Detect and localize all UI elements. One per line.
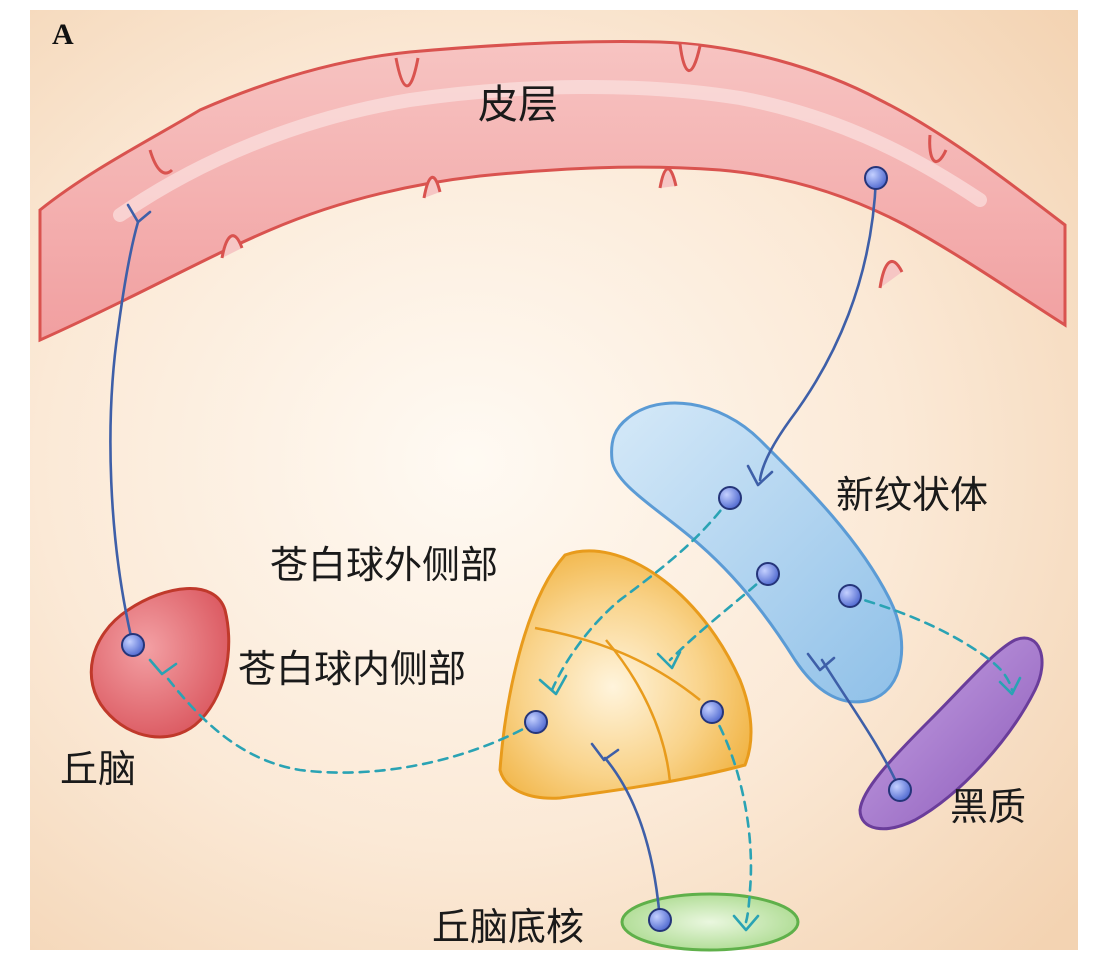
stn-to-pallidum-path: [603, 756, 662, 922]
label-thalamus: 丘脑: [60, 747, 136, 791]
terminal-striatum-bottom: [806, 652, 836, 672]
label-gp-external: 苍白球外侧部: [270, 543, 498, 587]
terminal-pallidum-bottom: [590, 742, 620, 762]
striatum-to-gpi-path: [668, 572, 770, 662]
striatum-to-nigra-path: [848, 594, 1014, 692]
neuron-stn: [648, 908, 672, 932]
terminal-gpe: [538, 674, 568, 696]
thalamus-shape: [89, 587, 231, 739]
neuron-nigra: [888, 778, 912, 802]
label-substantia-nigra: 黑质: [950, 785, 1026, 829]
label-gp-internal: 苍白球内侧部: [238, 647, 466, 691]
label-cortex: 皮层: [478, 82, 558, 128]
globus-pallidus-shape: [498, 549, 753, 800]
neuron-cortex: [864, 166, 888, 190]
neuron-striatum-1: [718, 486, 742, 510]
corticostriatal-path: [758, 176, 878, 482]
gpe-to-stn-path: [710, 710, 753, 924]
panel-label: A: [52, 18, 74, 51]
neuron-striatum-2: [756, 562, 780, 586]
terminal-stn: [732, 914, 760, 932]
terminal-cortex-left: [126, 203, 152, 224]
terminal-thalamus: [148, 658, 178, 676]
neuron-gpi: [524, 710, 548, 734]
thalamocortical-path: [109, 220, 140, 647]
terminal-striatum-top: [746, 464, 774, 487]
neuron-striatum-3: [838, 584, 862, 608]
terminal-gpi: [656, 650, 682, 670]
cortex-band: [38, 39, 1067, 343]
nigrostriatal-path: [820, 658, 902, 792]
label-neostriatum: 新纹状体: [836, 473, 988, 517]
neuron-thalamus: [121, 633, 145, 657]
subthalamic-nucleus-shape: [620, 892, 800, 952]
neuron-gpe: [700, 700, 724, 724]
neostriatum-shape: [610, 401, 904, 704]
label-subthalamic-nucleus: 丘脑底核: [432, 905, 584, 949]
gpi-to-thalamus-path: [163, 673, 538, 774]
terminal-nigra: [998, 676, 1022, 696]
striatum-to-gpe-path: [550, 496, 732, 692]
